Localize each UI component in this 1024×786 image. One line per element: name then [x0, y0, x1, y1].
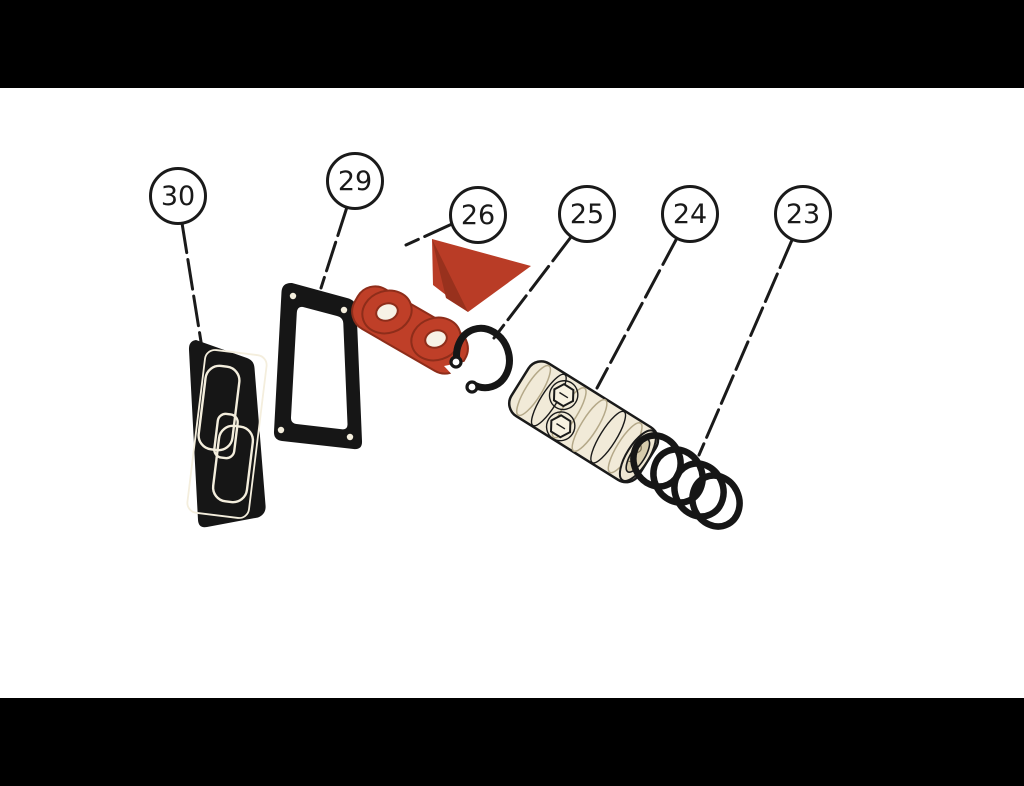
callout-label: 26: [461, 200, 495, 231]
gasket-bolt-hole: [346, 433, 354, 441]
callout-30: 30: [149, 167, 207, 225]
leader-lines: [180, 205, 794, 457]
leader-line-23: [697, 238, 794, 457]
callout-25: 25: [558, 185, 616, 243]
callout-label: 25: [570, 199, 604, 230]
reed-valve-ring-left: [361, 289, 413, 335]
gasket-bolt-hole: [340, 306, 348, 314]
callout-label: 23: [786, 199, 820, 230]
leader-line-26: [404, 222, 454, 247]
leader-line-29: [319, 205, 349, 290]
callout-circle: [449, 186, 507, 244]
gasket-bolt-hole: [277, 426, 285, 434]
gasket-frame: [273, 282, 363, 450]
snap-ring-lug: [465, 380, 479, 394]
callouts: 30 29 26 25 24 23: [149, 152, 832, 244]
part-cover: [186, 340, 268, 528]
part-snap-ring: [444, 324, 513, 396]
snap-ring-lug: [449, 355, 463, 369]
leader-line-25: [492, 235, 573, 340]
callout-label: 30: [161, 181, 195, 212]
callout-label: 29: [338, 166, 372, 197]
cover-detail-lines: [186, 349, 268, 519]
callout-circle: [149, 167, 207, 225]
callout-26: 26: [449, 186, 507, 244]
callout-circle: [326, 152, 384, 210]
piston-hex-insert-bottom: [545, 411, 576, 442]
callout-29: 29: [326, 152, 384, 210]
part-gasket: [273, 282, 363, 450]
piston-hex-insert-top: [548, 380, 579, 411]
leader-line-24: [595, 236, 679, 390]
leader-line-30: [180, 221, 204, 350]
gasket-bolt-hole: [289, 292, 297, 300]
callout-23: 23: [774, 185, 832, 243]
part-spring: [630, 432, 743, 530]
reed-valve-ring-right: [410, 316, 462, 362]
callout-circle: [661, 185, 719, 243]
part-reed-valve-assembly: [351, 239, 531, 375]
spring-coil: [689, 472, 743, 530]
callout-circle: [558, 185, 616, 243]
reed-valve-flap-shadow: [432, 239, 468, 312]
callout-24: 24: [661, 185, 719, 243]
part-piston: [507, 360, 660, 484]
callout-label: 24: [673, 199, 707, 230]
cover-body: [188, 340, 266, 528]
callout-circle: [774, 185, 832, 243]
